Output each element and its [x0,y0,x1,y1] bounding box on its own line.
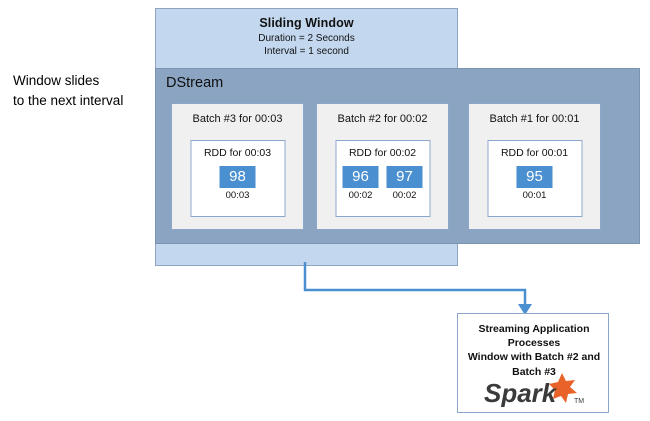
sliding-window-interval: Interval = 1 second [264,46,349,58]
svg-text:TM: TM [574,398,584,405]
rdd-values: 95 00:01 [488,166,581,201]
rdd-title: RDD for 00:01 [500,147,569,159]
output-description: Streaming Application Processes Window w… [467,323,601,378]
rdd-title: RDD for 00:03 [203,147,272,159]
value-timestamp: 00:03 [225,190,250,201]
sliding-window-duration: Duration = 2 Seconds [258,32,355,44]
rdd-title: RDD for 00:02 [348,147,417,159]
value-cell: 96 00:02 [342,166,379,201]
batch-title: Batch #1 for 00:01 [489,113,580,125]
spark-logo: Spark TM [484,373,584,407]
spark-wordmark: Spark [484,378,558,407]
streaming-application-output-box: Streaming Application Processes Window w… [457,313,609,413]
window-slides-caption: Window slides to the next interval [13,73,124,108]
sliding-window-header: Sliding Window Duration = 2 Seconds Inte… [156,15,457,59]
value-timestamp: 00:01 [522,190,547,201]
rdd-box: RDD for 00:01 95 00:01 [487,140,582,217]
value-chip: 97 [386,166,423,188]
window-to-output-arrow [303,262,532,315]
rdd-box: RDD for 00:03 98 00:03 [190,140,285,217]
batch-box-2: Batch #2 for 00:02 RDD for 00:02 96 00:0… [316,103,449,230]
value-cell: 98 00:03 [219,166,256,201]
rdd-values: 98 00:03 [191,166,284,201]
value-chip: 95 [516,166,553,188]
batch-box-1: Batch #1 for 00:01 RDD for 00:01 95 00:0… [468,103,601,230]
value-chip: 98 [219,166,256,188]
batch-title: Batch #3 for 00:03 [192,113,283,125]
value-timestamp: 00:02 [392,190,417,201]
value-cell: 97 00:02 [386,166,423,201]
value-chip: 96 [342,166,379,188]
value-cell: 95 00:01 [516,166,553,201]
batch-box-3: Batch #3 for 00:03 RDD for 00:03 98 00:0… [171,103,304,230]
rdd-box: RDD for 00:02 96 00:02 97 00:02 [335,140,430,217]
value-timestamp: 00:02 [348,190,373,201]
sliding-window-title: Sliding Window [259,16,354,30]
rdd-values: 96 00:02 97 00:02 [336,166,429,201]
batch-title: Batch #2 for 00:02 [337,113,428,125]
